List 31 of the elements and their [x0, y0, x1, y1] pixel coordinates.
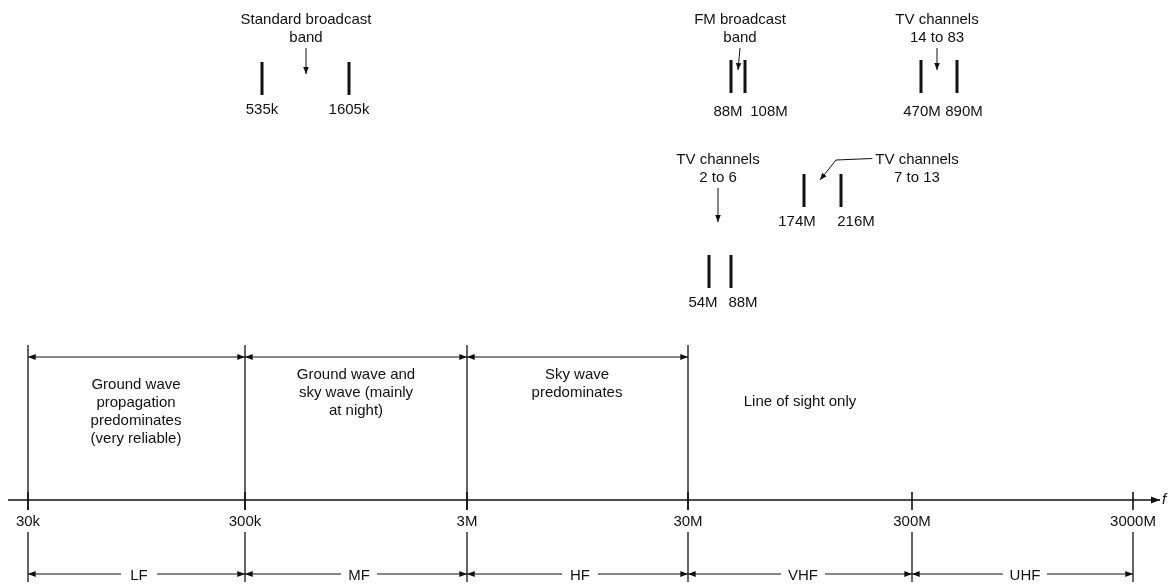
tick-label: 300M [892, 512, 932, 530]
leader-arrow [735, 47, 742, 71]
propagation-label: Ground wave propagation predominates (very reliable) [89, 375, 183, 447]
frequency-label: 890M [944, 102, 984, 120]
frequency-label: 88M [712, 102, 744, 120]
tick-label: 300k [227, 512, 263, 530]
leader-arrow [303, 47, 309, 75]
frequency-label: 88M [727, 293, 759, 311]
leader-arrow [819, 158, 873, 181]
frequency-label: 54M [687, 293, 719, 311]
leader-arrow [934, 47, 940, 71]
tick-label: 3000M [1109, 512, 1157, 530]
tick-label: 30M [672, 512, 704, 530]
band-caption: TV channels 7 to 13 [869, 150, 965, 186]
tick-label: 3M [455, 512, 479, 530]
band-caption: Standard broadcast band [231, 10, 381, 46]
tick-label: 30k [14, 512, 42, 530]
propagation-label: Sky wave predominates [530, 365, 624, 401]
band-caption: TV channels 14 to 83 [887, 10, 987, 46]
propagation-label: Ground wave and sky wave (mainly at night) [295, 365, 417, 419]
frequency-label: 470M [902, 102, 942, 120]
band-caption: FM broadcast band [690, 10, 790, 46]
axis-label: f [1162, 490, 1169, 508]
leader-arrow [715, 187, 721, 223]
propagation-label: Line of sight only [742, 392, 858, 410]
frequency-label: 216M [836, 212, 876, 230]
frequency-label: 1605k [327, 100, 371, 118]
frequency-label: 108M [749, 102, 789, 120]
frequency-label: 174M [777, 212, 817, 230]
frequency-label: 535k [244, 100, 280, 118]
band-caption: TV channels 2 to 6 [670, 150, 766, 186]
